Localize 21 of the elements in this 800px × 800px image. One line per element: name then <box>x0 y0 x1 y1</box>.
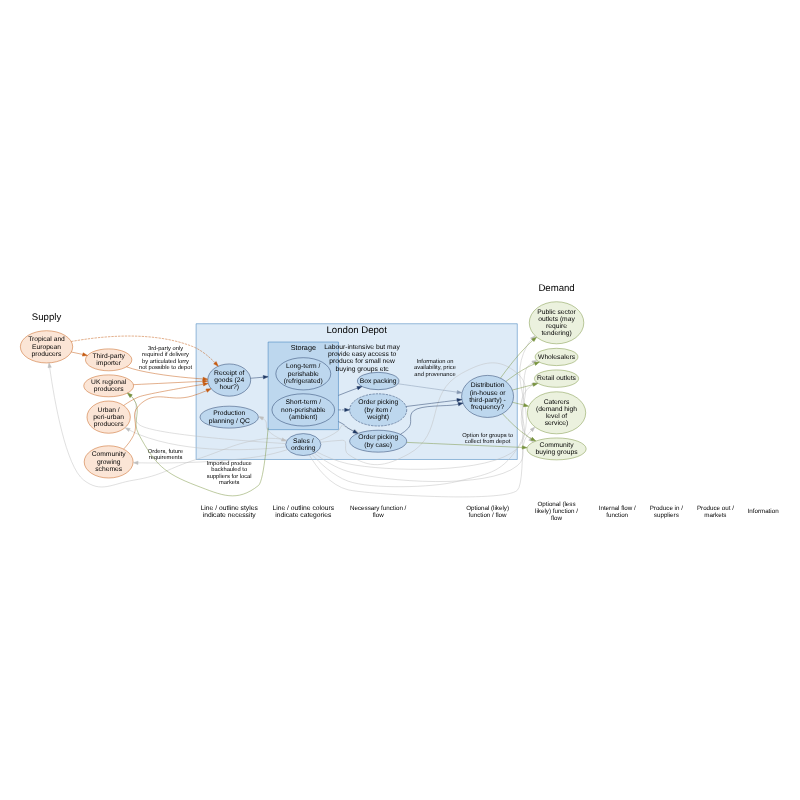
arrow <box>127 391 286 443</box>
arrow <box>126 365 209 380</box>
arrow <box>397 382 463 394</box>
arrow <box>127 391 269 496</box>
arrow <box>405 397 463 406</box>
arrow <box>400 401 464 434</box>
arrow <box>123 381 209 405</box>
arrow <box>133 378 208 384</box>
arrow <box>512 401 529 406</box>
arrow <box>258 415 287 441</box>
arrow <box>133 448 288 464</box>
arrow <box>123 387 212 449</box>
arrow <box>124 426 287 449</box>
arrow <box>250 374 269 379</box>
arrow <box>71 350 88 356</box>
arrow <box>406 441 528 449</box>
arrow <box>505 360 540 381</box>
arrow <box>71 334 219 366</box>
arrow <box>500 335 537 378</box>
arrow <box>338 385 363 395</box>
arrow <box>338 407 350 411</box>
